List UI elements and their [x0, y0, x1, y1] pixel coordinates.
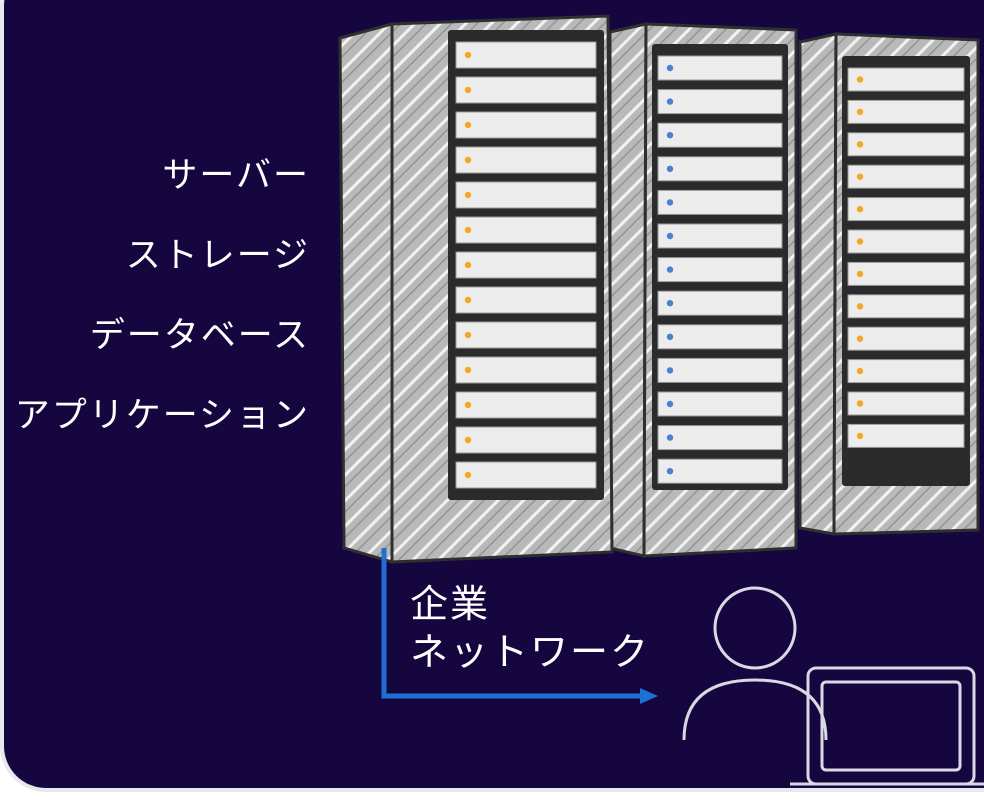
network-arrow	[381, 548, 658, 704]
drive-led	[666, 64, 674, 72]
network-label-line1: 企業	[410, 582, 491, 626]
drive-led	[856, 173, 864, 180]
drive-led	[666, 98, 674, 105]
drive-led	[464, 156, 472, 164]
drive-led	[856, 238, 864, 245]
drive-bay	[455, 356, 597, 384]
drive-led	[856, 400, 864, 407]
drive-bay	[657, 458, 783, 484]
label-storage: ストレージ	[125, 236, 310, 276]
corporate-network-label: 企業 ネットワーク	[410, 580, 650, 676]
drive-led	[666, 367, 674, 374]
drive-bay	[455, 41, 597, 69]
drive-led	[666, 333, 674, 340]
drive-led	[856, 432, 864, 440]
drive-bay	[847, 99, 965, 124]
drive-led	[464, 471, 472, 479]
drive-bay	[455, 111, 597, 139]
drive-bay	[455, 426, 597, 454]
drive-bay	[657, 122, 783, 148]
drive-bay	[455, 181, 597, 209]
drive-led	[464, 121, 472, 129]
drive-bay	[657, 223, 783, 249]
server-rack-2	[608, 22, 798, 558]
drive-bay	[657, 55, 783, 81]
drive-bay	[455, 391, 597, 419]
drive-led	[666, 300, 674, 307]
drive-led	[666, 400, 674, 408]
drive-led	[666, 232, 674, 240]
drive-led	[856, 303, 864, 310]
drive-led	[856, 205, 864, 213]
drive-bay	[847, 67, 965, 92]
drive-led	[856, 108, 864, 116]
drive-bay	[847, 132, 965, 157]
drive-bay	[847, 359, 965, 384]
drive-led	[666, 165, 674, 172]
drive-led	[464, 261, 472, 269]
network-label-line2: ネットワーク	[410, 630, 651, 674]
user-icon	[682, 586, 828, 741]
drive-bay	[657, 290, 783, 316]
drive-led	[856, 367, 864, 375]
drive-bay	[657, 425, 783, 451]
label-application: アプリケーション	[14, 396, 310, 436]
drive-bay	[847, 164, 965, 189]
label-database: データベース	[89, 316, 310, 356]
drive-led	[856, 76, 864, 83]
drive-led	[464, 366, 472, 374]
drive-bay	[847, 261, 965, 286]
server-rack-1	[338, 14, 614, 564]
drive-led	[464, 226, 472, 234]
drive-bay	[455, 321, 597, 349]
infrastructure-labels: サーバー ストレージ データベース アプリケーション	[15, 136, 310, 456]
drive-bay	[657, 357, 783, 383]
drive-bay	[657, 324, 783, 350]
drive-bay	[847, 391, 965, 416]
drive-led	[666, 266, 674, 273]
drive-led	[464, 331, 472, 339]
drive-bay	[847, 229, 965, 254]
drive-bay	[455, 286, 597, 314]
drive-bay	[657, 257, 783, 283]
drive-bay	[455, 461, 597, 489]
drive-led	[464, 51, 472, 59]
drive-led	[666, 199, 674, 206]
drive-bay	[847, 294, 965, 319]
drive-led	[666, 132, 674, 139]
drive-led	[464, 86, 472, 94]
drive-led	[666, 434, 674, 441]
drive-led	[856, 270, 864, 278]
drive-led	[464, 436, 472, 444]
drive-led	[464, 401, 472, 409]
drive-bay	[847, 326, 965, 351]
drive-bay	[657, 391, 783, 417]
drive-bay	[455, 76, 597, 104]
drive-bay	[847, 423, 965, 448]
drive-bay	[455, 216, 597, 244]
server-rack-3	[798, 32, 980, 536]
drive-led	[666, 468, 674, 475]
drive-bay	[657, 189, 783, 215]
drive-bay	[657, 89, 783, 115]
drive-led	[464, 191, 472, 199]
drive-bay	[657, 156, 783, 182]
drive-led	[464, 296, 472, 304]
laptop-icon	[790, 666, 984, 786]
drive-bay	[455, 146, 597, 174]
drive-bay	[847, 197, 965, 222]
label-server: サーバー	[162, 156, 310, 196]
drive-bay	[455, 251, 597, 279]
drive-led	[856, 335, 864, 342]
drive-led	[856, 141, 864, 148]
